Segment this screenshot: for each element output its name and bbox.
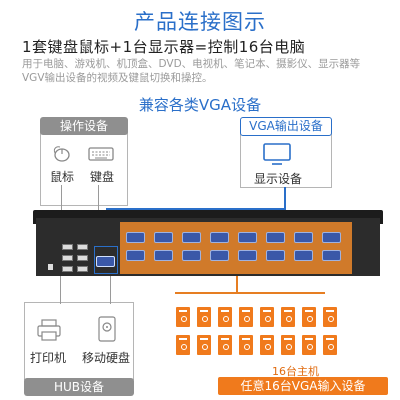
vga-port [266, 232, 285, 243]
host-computer-icon [197, 307, 211, 327]
host-computer-icon [218, 335, 232, 355]
page-title: 产品连接图示 [134, 10, 266, 34]
vga-port [238, 250, 257, 261]
host-computer-icon [176, 307, 190, 327]
vga-port [210, 250, 229, 261]
host-computer-icon [302, 307, 316, 327]
operation-tag: 操作设备 [40, 117, 128, 135]
host-computer-icon [197, 335, 211, 355]
host-computer-icon [323, 307, 337, 327]
usb-port [77, 255, 88, 261]
vga-port [154, 232, 173, 243]
usb-port [62, 244, 73, 250]
hub-tag: HUB设备 [24, 378, 134, 396]
hosts-box: 任意16台VGA输入设备 [218, 377, 388, 395]
display-label: 显示设备 [254, 172, 303, 186]
hosts-label: 16台主机 [272, 365, 319, 378]
keyboard-label: 键盘 [90, 170, 115, 184]
vga-port [154, 250, 173, 261]
console-vga-port [96, 256, 115, 267]
vga-port [294, 250, 313, 261]
host-computer-icon [239, 307, 253, 327]
vga-port [266, 250, 285, 261]
printer-label: 打印机 [30, 351, 67, 365]
vga-port [182, 232, 201, 243]
usb-port [77, 244, 88, 250]
page-subtitle: 1套键盘鼠标+1台显示器=控制16台电脑 [22, 38, 306, 56]
printer-icon [37, 319, 61, 341]
hub-cable [60, 276, 61, 304]
host-computer-icon [323, 335, 337, 355]
hosts-cable [236, 276, 238, 294]
vga-port [322, 250, 341, 261]
usb-port [62, 255, 73, 261]
vga-cable-vertical [284, 187, 286, 209]
hdd-icon [98, 316, 116, 342]
vga-port [126, 250, 145, 261]
mouse-label: 鼠标 [50, 170, 75, 184]
console-port-highlight [94, 246, 118, 274]
keyboard-icon [88, 147, 114, 161]
vga-port [322, 232, 341, 243]
vga-port [238, 232, 257, 243]
kvm-port-panel [120, 222, 352, 274]
host-computer-icon [260, 335, 274, 355]
hub-cable-2 [110, 276, 111, 304]
vga-output-tag: VGA输出设备 [240, 117, 332, 136]
compatible-heading: 兼容各类VGA设备 [138, 96, 262, 114]
host-computer-icon [239, 335, 253, 355]
host-computer-icon [302, 335, 316, 355]
host-computer-icon [176, 335, 190, 355]
power-port [48, 264, 53, 270]
vga-port [126, 232, 145, 243]
vga-port [294, 232, 313, 243]
hosts-cable-bar [175, 292, 325, 294]
host-computer-icon [281, 307, 295, 327]
host-computer-icon [218, 307, 232, 327]
monitor-icon [263, 143, 291, 165]
hdd-label: 移动硬盘 [82, 351, 131, 365]
vga-port [182, 250, 201, 261]
host-computer-icon [281, 335, 295, 355]
vga-port [210, 232, 229, 243]
description-text: 用于电脑、游戏机、机顶盒、DVD、电视机、笔记本、摄影仪、显示器等VGV输出设备… [22, 58, 361, 84]
vga-cable-horizontal [106, 208, 286, 210]
usb-port [77, 266, 88, 272]
mouse-icon [53, 146, 70, 162]
usb-port [62, 266, 73, 272]
host-computer-icon [260, 307, 274, 327]
